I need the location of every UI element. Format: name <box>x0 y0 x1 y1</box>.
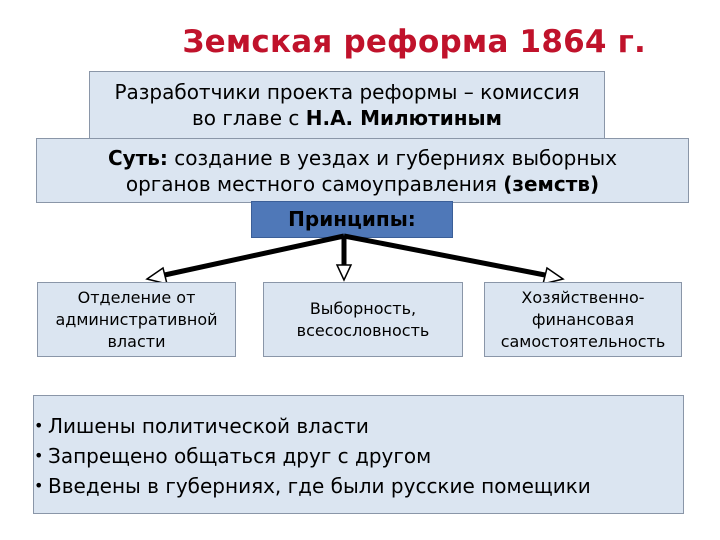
principle-separation: Отделение от административной власти <box>37 282 236 357</box>
principle-3-line-3: самостоятельность <box>500 331 666 351</box>
limitation-item: •Введены в губерниях, где были русские п… <box>34 471 683 501</box>
essence-line-2-text: органов местного самоуправления <box>125 172 504 196</box>
essence-line-2: органов местного самоуправления (земств) <box>37 171 688 197</box>
authors-line-2: во главе с Н.А. Милютиным <box>90 105 604 131</box>
principle-electivity: Выборность, всесословность <box>263 282 463 357</box>
authors-prefix: во главе с <box>192 106 306 130</box>
limitation-item: •Лишены политической власти <box>34 411 683 441</box>
bullet-icon: • <box>34 416 44 435</box>
essence-line-1-text: создание в уездах и губерниях выборных <box>167 146 618 170</box>
limitation-text: Введены в губерниях, где были русские по… <box>48 474 591 498</box>
principle-2-line-1: Выборность, <box>309 298 417 318</box>
arrowhead-center <box>335 264 353 282</box>
arrow-left <box>159 233 345 279</box>
limitations-list: •Лишены политической власти •Запрещено о… <box>34 411 683 501</box>
limitation-item: •Запрещено общаться друг с другом <box>34 441 683 471</box>
limitations-box: •Лишены политической власти •Запрещено о… <box>33 395 684 514</box>
limitation-text: Запрещено общаться друг с другом <box>48 444 432 468</box>
essence-line-1: Суть: создание в уездах и губерниях выбо… <box>37 145 688 171</box>
principle-2-line-2: всесословность <box>296 320 430 340</box>
essence-line-2-bold: (земств) <box>503 172 600 196</box>
principle-3-line-2: финансовая <box>531 309 635 329</box>
principle-autonomy: Хозяйственно- финансовая самостоятельнос… <box>484 282 682 357</box>
arrowhead-left <box>145 266 169 286</box>
authors-line-1: Разработчики проекта реформы – комиссия <box>114 80 580 104</box>
principle-1-text: Отделение от административной власти <box>47 287 225 353</box>
diagram-title: Земская реформа 1864 г. <box>182 24 646 60</box>
authors-name: Н.А. Милютиным <box>305 106 502 130</box>
principle-3-line-1: Хозяйственно- <box>521 287 645 307</box>
essence-box: Суть: создание в уездах и губерниях выбо… <box>36 138 689 203</box>
limitation-text: Лишены политической власти <box>48 414 369 438</box>
bullet-icon: • <box>34 446 44 465</box>
bullet-icon: • <box>34 476 44 495</box>
principle-1-line-3: власти <box>107 331 166 351</box>
principle-2-text: Выборность, всесословность <box>289 298 438 342</box>
principle-1-line-2: административной <box>55 309 218 329</box>
authors-box: Разработчики проекта реформы – комиссия … <box>89 71 605 141</box>
principle-3-text: Хозяйственно- финансовая самостоятельнос… <box>493 287 674 353</box>
arrow-right <box>343 233 551 279</box>
essence-label: Суть: <box>107 146 168 170</box>
arrowhead-right <box>541 266 565 286</box>
principle-1-line-1: Отделение от <box>77 287 196 307</box>
